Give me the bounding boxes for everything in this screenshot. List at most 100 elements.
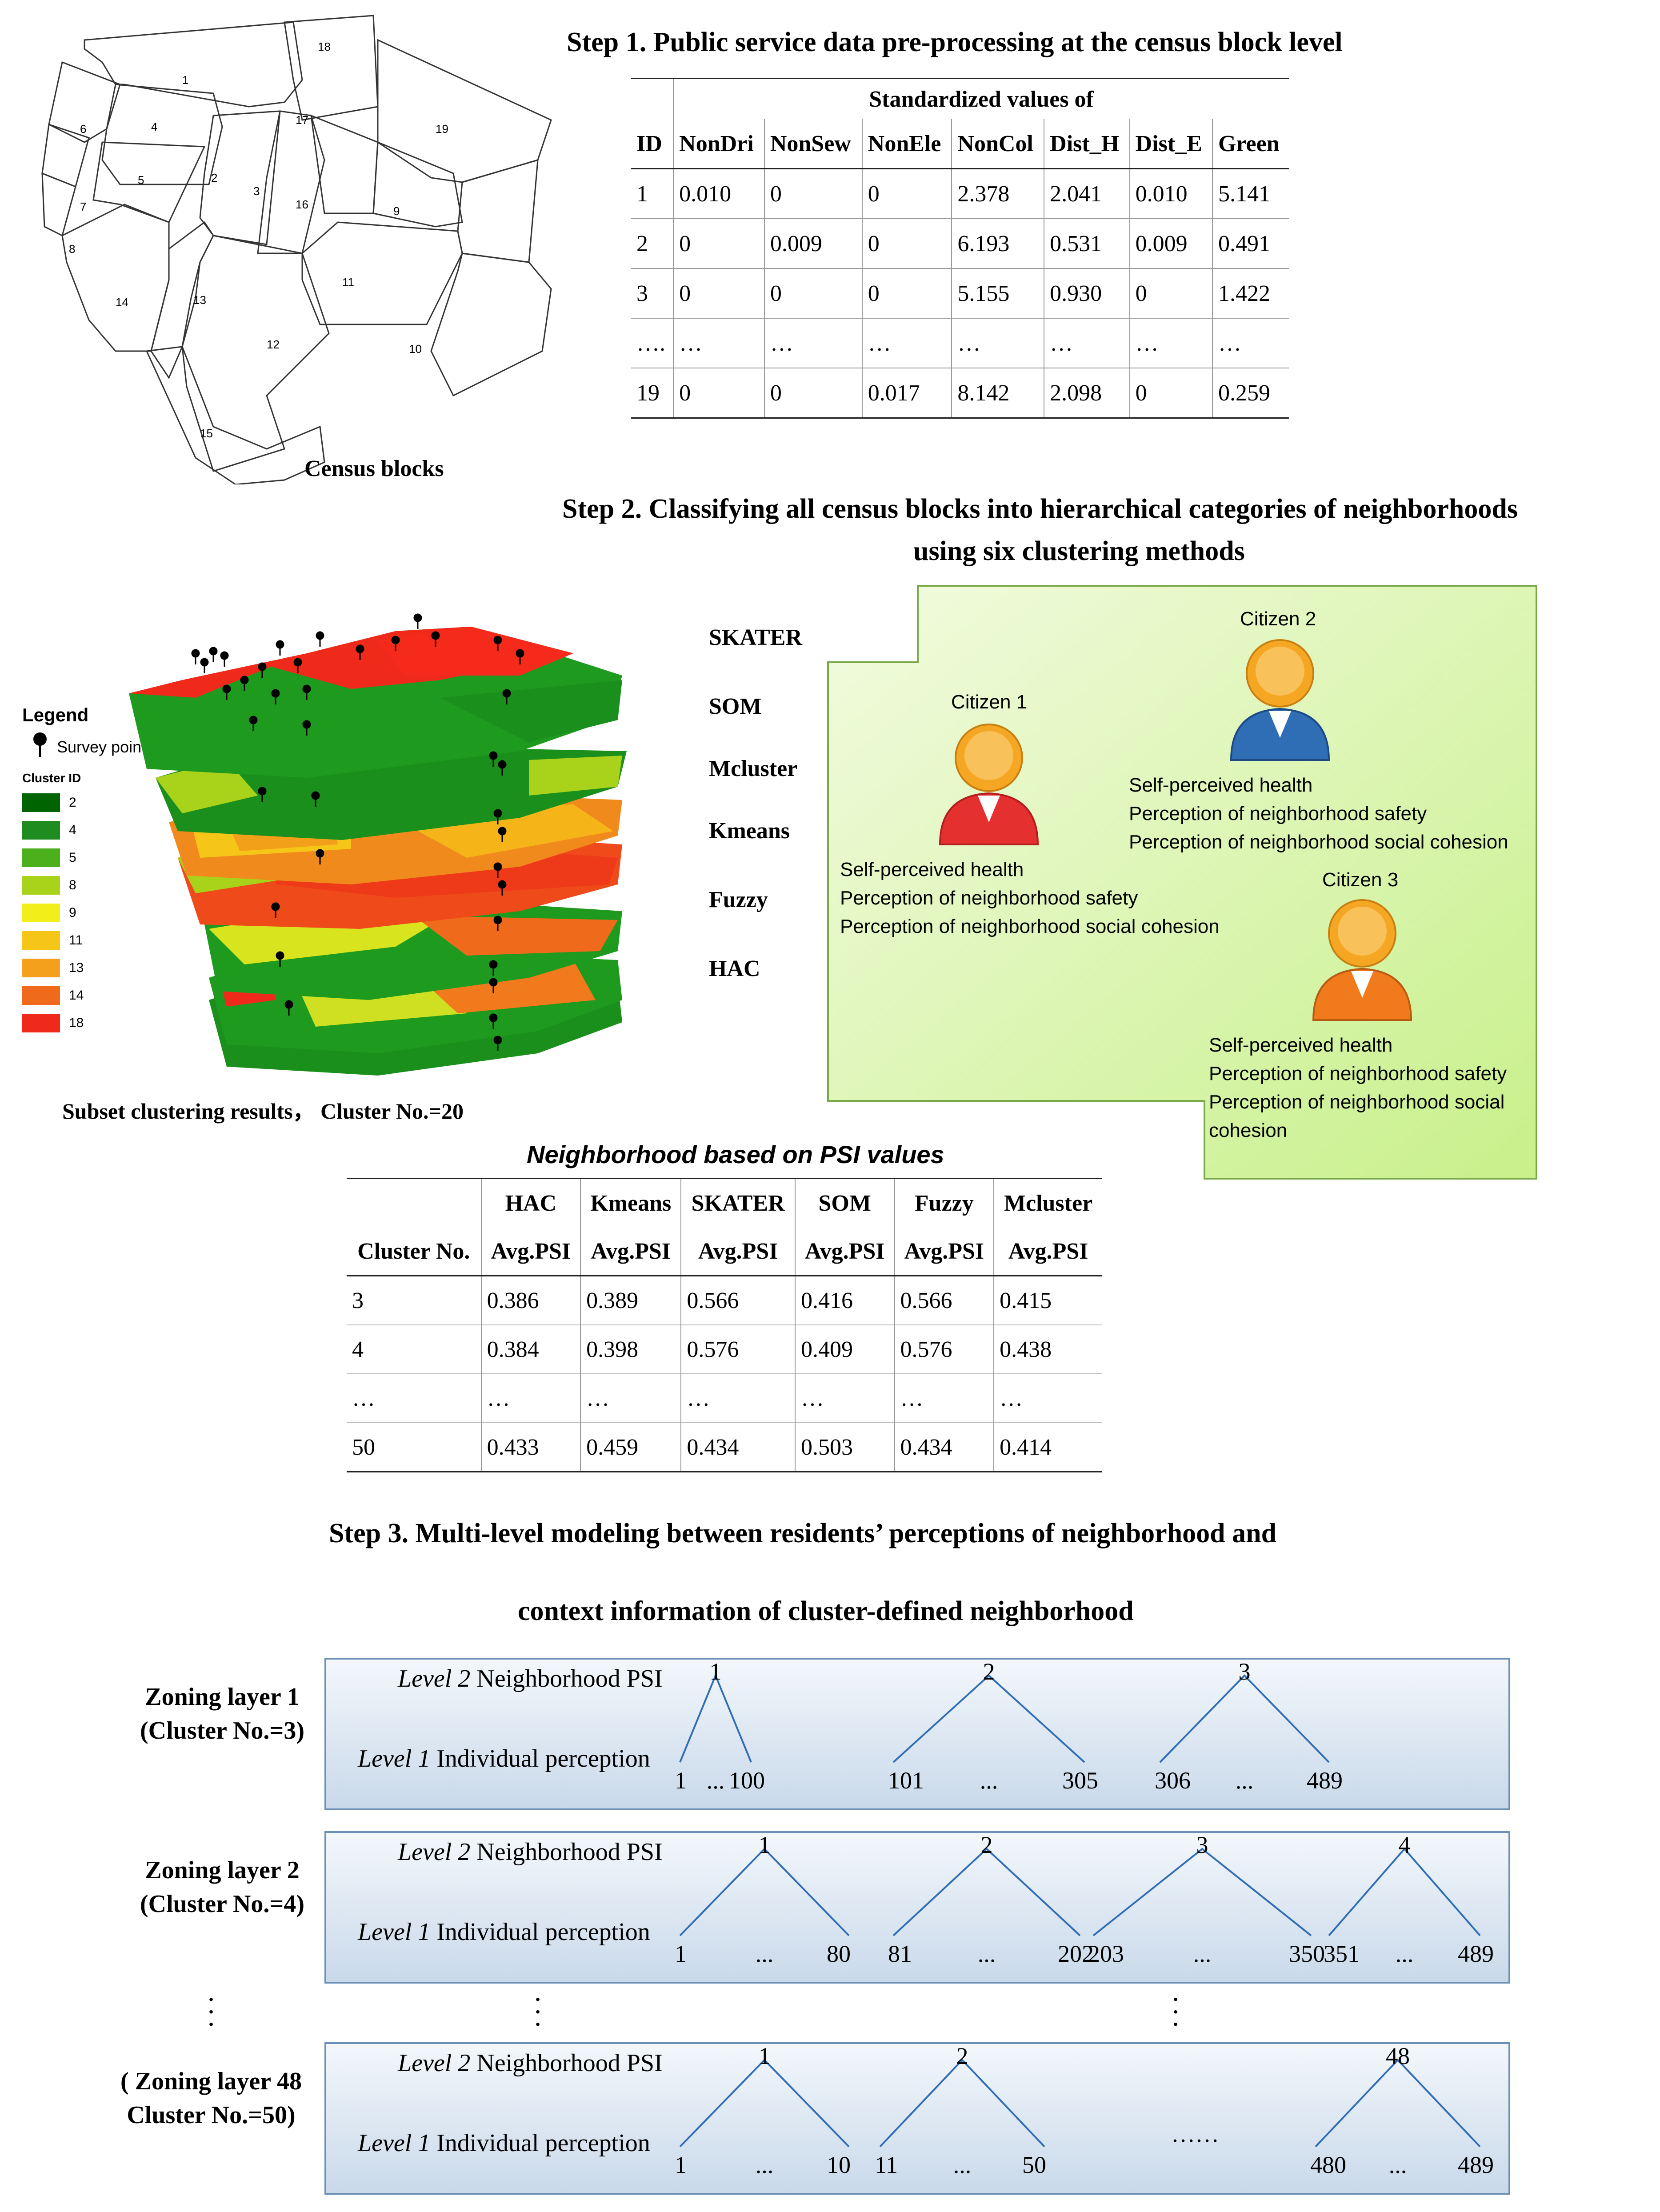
individual-dots: ... xyxy=(755,1940,774,1967)
table-cell: 6.193 xyxy=(951,218,1045,269)
table-cell: 0.010 xyxy=(673,168,765,219)
individual-dots: ... xyxy=(980,1767,998,1794)
perception-line: Self-perceived health xyxy=(1129,774,1313,796)
step2-title-line1: Step 2. Classifying all census blocks in… xyxy=(562,494,1518,524)
individual-start: 351 xyxy=(1324,1940,1360,1967)
table-cell: … xyxy=(951,318,1045,368)
cluster-node: 2 xyxy=(980,1832,993,1858)
block-id-labels: 1 2 3 4 5 6 7 8 9 10 11 12 13 14 15 16 1… xyxy=(36,13,569,484)
tree-branch xyxy=(1092,1848,1312,1936)
legend-title: Legend xyxy=(22,704,89,725)
col-header: NonDri xyxy=(673,119,765,169)
method-header: HAC xyxy=(480,1178,581,1227)
table-cell: 0.409 xyxy=(794,1324,895,1374)
census-block xyxy=(430,252,552,397)
psi-table-title: Neighborhood based on PSI values xyxy=(527,1140,944,1168)
individual-end: 202 xyxy=(1058,1940,1094,1967)
cluster-node: 1 xyxy=(758,2043,771,2069)
table-cell: 0.576 xyxy=(894,1324,995,1374)
block-label: 15 xyxy=(200,427,213,440)
level-1-italic: Level 1 xyxy=(358,2129,431,2157)
citizen-1-avatar-icon xyxy=(939,724,1039,845)
perception-line: Perception of neighborhood social cohesi… xyxy=(840,916,1220,937)
col-header: Dist_H xyxy=(1044,119,1130,169)
individual-start: 306 xyxy=(1155,1767,1191,1794)
table-cell: … xyxy=(580,1373,682,1423)
col-header: NonCol xyxy=(951,119,1045,169)
legend-swatch xyxy=(22,986,60,1005)
tree-branch xyxy=(892,1674,1085,1763)
individual-dots: ... xyxy=(1193,1940,1212,1967)
table-cell: 1 xyxy=(631,168,674,219)
zoning-layer-48-label: ( Zoning layer 48 Cluster No.=50) xyxy=(96,2064,327,2132)
tree-branch xyxy=(1328,1847,1481,1936)
level-1-italic: Level 1 xyxy=(358,1745,431,1772)
citizen-2-avatar-icon xyxy=(1230,639,1330,761)
block-label: 19 xyxy=(436,122,448,136)
table-cell: 0.009 xyxy=(764,218,863,269)
cluster-node: 4 xyxy=(1398,1832,1411,1858)
individual-dots: ... xyxy=(977,1940,996,1967)
layer-label-line1: Zoning layer 2 xyxy=(145,1856,300,1884)
method-header: Fuzzy xyxy=(894,1178,995,1227)
tree-branch xyxy=(1159,1674,1330,1763)
citizen-3-perceptions: Self-perceived health Perception of neig… xyxy=(1209,1031,1507,1145)
method-label-skater: SKATER xyxy=(709,625,802,650)
table-cell: 1.422 xyxy=(1212,268,1289,319)
legend-swatch xyxy=(22,793,60,812)
layer-label-line1: Zoning layer 1 xyxy=(145,1683,300,1711)
tree-branch xyxy=(679,1848,850,1936)
table-cell: … xyxy=(480,1373,581,1423)
citizen-3-avatar-icon xyxy=(1312,899,1412,1021)
tree-branch xyxy=(679,1673,752,1763)
zoning-layer-2 xyxy=(324,1831,1510,1984)
perception-line: Perception of neighborhood safety xyxy=(840,887,1138,909)
block-label: 13 xyxy=(193,293,206,307)
cluster-node: 1 xyxy=(709,1658,722,1685)
group-header: Standardized values of xyxy=(673,78,1289,119)
block-label: 14 xyxy=(116,296,128,309)
legend-label: 5 xyxy=(69,850,76,865)
step3-title-line2: context information of cluster-defined n… xyxy=(518,1596,1134,1626)
citizen-3-name: Citizen 3 xyxy=(1322,869,1399,891)
table-cell: 0.415 xyxy=(993,1275,1102,1325)
level-2-text: Neighborhood PSI xyxy=(476,1838,663,1866)
individual-end: 305 xyxy=(1062,1767,1098,1794)
table-cell: 4 xyxy=(347,1324,482,1374)
table-cell: 19 xyxy=(631,368,674,419)
method-label-fuzzy: Fuzzy xyxy=(709,887,768,912)
census-block xyxy=(48,61,121,143)
individual-start: 11 xyxy=(875,2152,898,2178)
zoning-layer-48 xyxy=(324,2042,1510,2195)
legend-swatch xyxy=(22,848,60,867)
individual-end: 10 xyxy=(827,2152,851,2178)
citizen-2-name: Citizen 2 xyxy=(1240,608,1316,630)
perception-line: Perception of neighborhood social cohesi… xyxy=(1129,831,1508,853)
method-header: Mcluster xyxy=(993,1178,1102,1227)
method-header: SKATER xyxy=(680,1178,796,1227)
zoning-layer-1 xyxy=(324,1658,1510,1810)
table-cell: … xyxy=(1129,318,1213,368)
zoning-layer-1-label: Zoning layer 1 (Cluster No.=3) xyxy=(120,1680,324,1748)
individual-dots: ... xyxy=(706,1767,725,1794)
block-label: 11 xyxy=(342,276,354,289)
table-cell: 0.398 xyxy=(580,1324,682,1374)
census-block xyxy=(101,84,223,185)
level-1-text: Individual perception xyxy=(436,2129,650,2157)
table-cell: 0 xyxy=(1129,368,1213,419)
table-cell: 0.389 xyxy=(580,1275,682,1325)
level-1-text: Individual perception xyxy=(436,1918,650,1946)
table-cell: … xyxy=(993,1373,1102,1423)
table-cell: 0.434 xyxy=(680,1422,796,1472)
sub-header: Avg.PSI xyxy=(480,1227,581,1276)
cluster-node: 48 xyxy=(1386,2043,1410,2069)
cluster-node: 2 xyxy=(956,2043,968,2069)
table-cell: …. xyxy=(631,318,674,368)
